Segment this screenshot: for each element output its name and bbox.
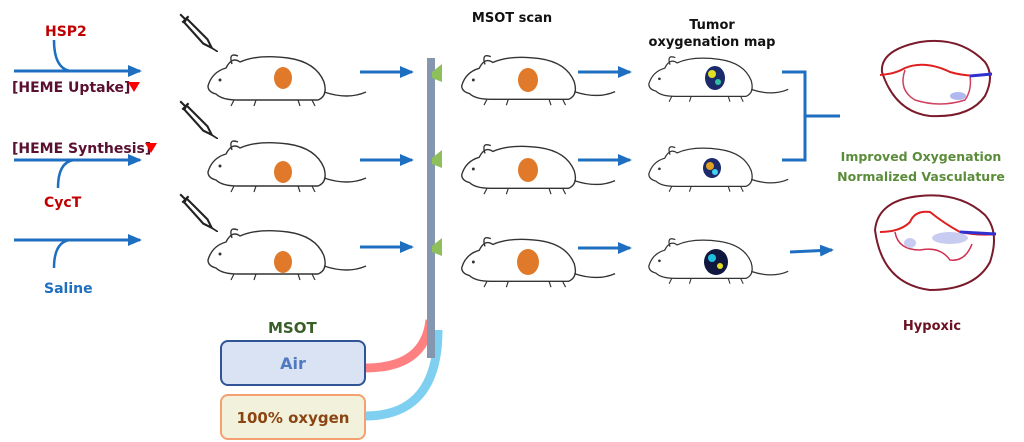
agent-label: HSP2 (45, 24, 87, 40)
air-box (220, 340, 366, 386)
tumor (274, 161, 292, 183)
normalized-tumor-illustration (879, 39, 993, 118)
msot-scan-header: MSOT scan (472, 11, 552, 26)
grouping-bracket (782, 70, 840, 162)
hypoxic-label: Hypoxic (903, 319, 961, 334)
syringe-icon (179, 100, 218, 139)
oxygen-box (220, 394, 366, 440)
hypoxic-tumor-illustration (873, 194, 997, 292)
injected-mice (179, 13, 367, 281)
tumor (518, 158, 538, 182)
transducer-icon (432, 150, 442, 168)
effect-label: [HEME Synthesis] (12, 141, 151, 157)
syringe-icon (179, 13, 218, 52)
tumor (518, 68, 538, 92)
input-row-cyct: [HEME Synthesis] CycT (12, 141, 157, 211)
scanned-mice (461, 54, 616, 288)
agent-label: CycT (44, 195, 82, 211)
tumor (274, 67, 292, 89)
down-arrow-icon (145, 143, 157, 153)
improved-label-line1: Improved Oxygenation (841, 149, 1002, 164)
msot-title: MSOT (268, 319, 317, 337)
oxygenation-map-mice (648, 56, 789, 285)
transducer-icon (432, 64, 442, 82)
agent-label: Saline (44, 281, 93, 297)
air-label: Air (280, 354, 306, 373)
tumor (274, 251, 292, 273)
effect-label: [HEME Uptake] (12, 80, 130, 96)
syringe-icon (179, 193, 218, 232)
improved-label-line2: Normalized Vasculature (837, 169, 1005, 184)
map-header-line2: oxygenation map (649, 35, 776, 50)
tumor (517, 249, 539, 275)
oxygen-label: 100% oxygen (237, 409, 350, 427)
oxygenation-map (705, 66, 725, 90)
input-row-hsp2: HSP2 [HEME Uptake] (12, 24, 142, 96)
map-header-line1: Tumor (689, 18, 735, 33)
transducer-icon (432, 238, 442, 256)
oxygen-pipe (364, 329, 443, 421)
input-row-saline: Saline (14, 234, 142, 297)
down-arrow-icon (128, 82, 140, 92)
gas-manifold (427, 58, 435, 358)
air-pipe (364, 319, 435, 373)
oxygenation-map (704, 249, 728, 275)
